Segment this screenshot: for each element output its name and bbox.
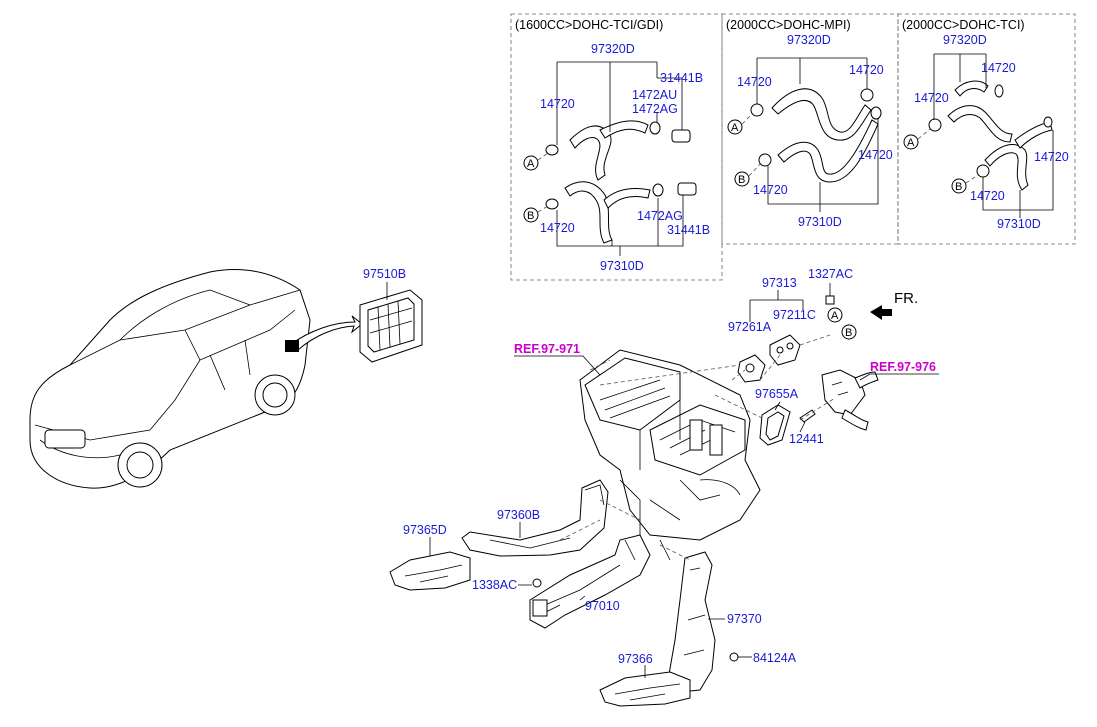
v2-label-14720-b: 14720 xyxy=(849,63,884,77)
v1-label-31441B-b: 31441B xyxy=(667,223,710,237)
ref-97-971: REF.97-971 xyxy=(514,342,580,356)
v3-marker-a xyxy=(903,134,919,150)
v1-label-14720-a: 14720 xyxy=(540,97,575,111)
duct-97010 xyxy=(529,534,651,629)
v3-label-97310D: 97310D xyxy=(997,217,1041,231)
v3-label-97320D: 97320D xyxy=(943,33,987,47)
label-97366: 97366 xyxy=(618,652,653,666)
v2-marker-a xyxy=(727,119,743,135)
variant-header-3: (2000CC>DOHC-TCI) xyxy=(902,18,1025,32)
label-97370: 97370 xyxy=(727,612,762,626)
label-97655A: 97655A xyxy=(755,387,799,401)
label-97211C: 97211C xyxy=(773,308,816,322)
v2-label-97310D: 97310D xyxy=(798,215,842,229)
gaskets xyxy=(737,295,835,446)
label-1338AC: 1338AC xyxy=(472,578,517,592)
v1-label-97320D: 97320D xyxy=(591,42,635,56)
v2-label-97320D: 97320D xyxy=(787,33,831,47)
marker-b xyxy=(841,324,857,340)
v3-label-14720-b: 14720 xyxy=(914,91,949,105)
hvac-unit xyxy=(579,349,761,561)
v3-label-14720-d: 14720 xyxy=(970,189,1005,203)
variant-header-2: (2000CC>DOHC-MPI) xyxy=(726,18,851,32)
v1-marker-a-text: A xyxy=(527,158,535,170)
v3-marker-a-text: A xyxy=(907,137,915,149)
v1-marker-b xyxy=(523,207,539,223)
label-97313: 97313 xyxy=(762,276,797,290)
duct-97370 xyxy=(667,551,716,693)
label-84124A: 84124A xyxy=(753,651,797,665)
duct-97360B xyxy=(461,479,609,557)
v3-marker-b-text: B xyxy=(955,181,962,193)
v2-marker-b-text: B xyxy=(738,174,745,186)
v1-label-1472AG-b: 1472AG xyxy=(637,209,683,223)
marker-a xyxy=(827,307,843,323)
v2-marker-b xyxy=(734,171,750,187)
variant-3-hoses xyxy=(928,80,1053,191)
variant-box-2 xyxy=(721,13,899,245)
label-12441: 12441 xyxy=(789,432,824,446)
v2-marker-a-text: A xyxy=(731,122,739,134)
front-arrow-icon xyxy=(870,305,892,320)
v1-label-14720-b: 14720 xyxy=(540,221,575,235)
v3-label-14720-a: 14720 xyxy=(981,61,1016,75)
marker-b-text: B xyxy=(845,327,852,339)
v1-marker-b-text: B xyxy=(527,210,534,222)
v1-marker-a xyxy=(523,155,539,171)
label-97010: 97010 xyxy=(585,599,620,613)
cabin-filter xyxy=(359,289,423,363)
ref-97-976: REF.97-976 xyxy=(870,360,936,374)
v1-label-1472AG-a: 1472AG xyxy=(632,102,678,116)
v3-label-14720-c: 14720 xyxy=(1034,150,1069,164)
heater-pipes xyxy=(821,369,879,431)
v1-label-97310D: 97310D xyxy=(600,259,644,273)
v1-label-31441B-a: 31441B xyxy=(660,71,703,85)
label-97365D: 97365D xyxy=(403,523,447,537)
v2-label-14720-a: 14720 xyxy=(737,75,772,89)
v2-label-14720-c: 14720 xyxy=(858,148,893,162)
variant-2-hoses xyxy=(750,88,882,183)
duct-97366 xyxy=(599,671,691,707)
label-1327AC: 1327AC xyxy=(808,267,853,281)
label-97360B: 97360B xyxy=(497,508,540,522)
label-97510B: 97510B xyxy=(363,267,406,281)
vehicle-illustration xyxy=(29,268,311,489)
v2-label-14720-d: 14720 xyxy=(753,183,788,197)
variant-header-1: (1600CC>DOHC-TCI/GDI) xyxy=(515,18,663,32)
v3-marker-b xyxy=(951,178,967,194)
v1-label-1472AU: 1472AU xyxy=(632,88,677,102)
variant-1-hoses xyxy=(545,120,697,244)
duct-97365D xyxy=(389,551,471,591)
label-97261A: 97261A xyxy=(728,320,772,334)
front-label: FR. xyxy=(894,290,918,307)
marker-a-text: A xyxy=(831,310,839,322)
